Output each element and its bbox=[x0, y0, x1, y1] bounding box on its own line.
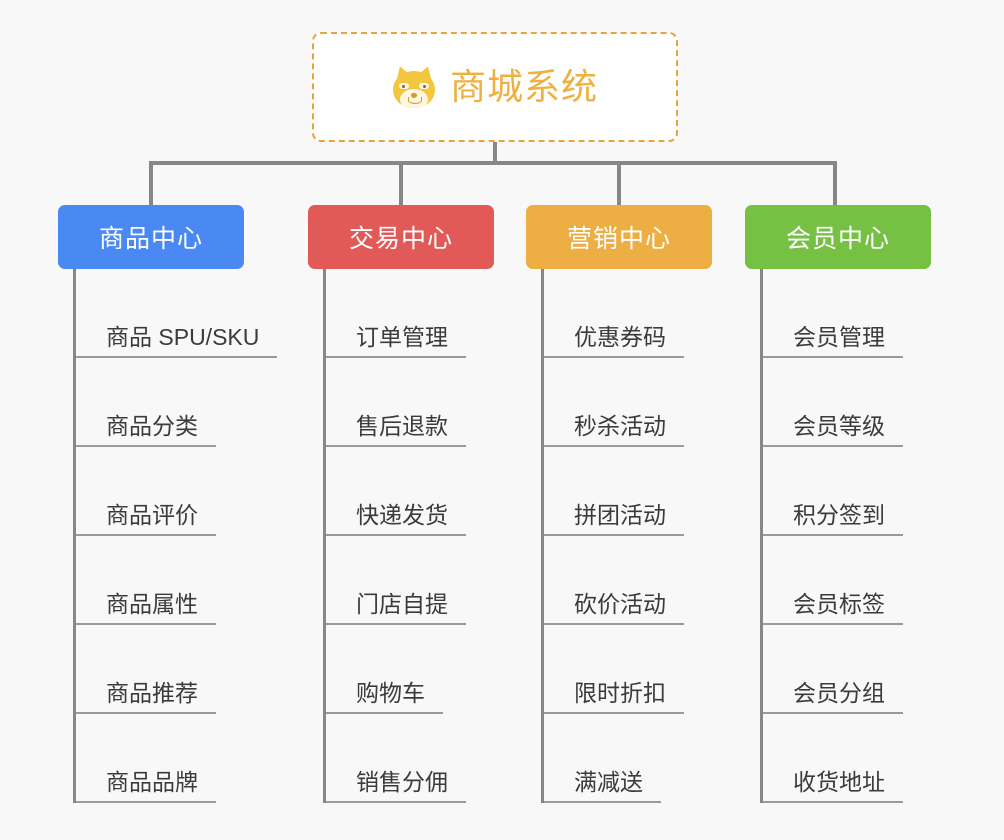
branch-items-3: 优惠券码 秒杀活动 拼团活动 砍价活动 限时折扣 满减送 bbox=[541, 269, 712, 803]
list-item-label: 积分签到 bbox=[763, 502, 903, 536]
list-item-label: 商品推荐 bbox=[76, 680, 216, 714]
list-item[interactable]: 订单管理 bbox=[326, 269, 494, 358]
list-item[interactable]: 砍价活动 bbox=[544, 536, 712, 625]
list-item[interactable]: 收货地址 bbox=[763, 714, 931, 803]
list-item-label: 售后退款 bbox=[326, 413, 466, 447]
list-item[interactable]: 积分签到 bbox=[763, 447, 931, 536]
list-item[interactable]: 快递发货 bbox=[326, 447, 494, 536]
list-item-label: 会员标签 bbox=[763, 591, 903, 625]
list-item-label: 订单管理 bbox=[326, 324, 466, 358]
connector-horizontal-bus bbox=[149, 161, 837, 165]
list-item[interactable]: 秒杀活动 bbox=[544, 358, 712, 447]
list-item[interactable]: 商品品牌 bbox=[76, 714, 244, 803]
branch-items-1: 商品 SPU/SKU 商品分类 商品评价 商品属性 商品推荐 商品品牌 bbox=[73, 269, 278, 803]
root-node-title: 商城系统 bbox=[449, 66, 598, 107]
list-item-label: 满减送 bbox=[544, 769, 661, 803]
list-item[interactable]: 限时折扣 bbox=[544, 625, 712, 714]
list-item-label: 砍价活动 bbox=[544, 591, 684, 625]
branch-header-1[interactable]: 商品中心 bbox=[58, 205, 244, 269]
list-item[interactable]: 商品 SPU/SKU bbox=[76, 269, 278, 358]
connector-drop-1 bbox=[149, 161, 153, 205]
list-item[interactable]: 拼团活动 bbox=[544, 447, 712, 536]
shiba-nose-icon bbox=[410, 93, 417, 98]
branch-items-2: 订单管理 售后退款 快递发货 门店自提 购物车 销售分佣 bbox=[323, 269, 494, 803]
list-item-label: 快递发货 bbox=[326, 502, 466, 536]
branch-header-2[interactable]: 交易中心 bbox=[308, 205, 494, 269]
list-item[interactable]: 门店自提 bbox=[326, 536, 494, 625]
list-item-label: 限时折扣 bbox=[544, 680, 684, 714]
root-node[interactable]: 商城系统 bbox=[312, 32, 678, 142]
list-item[interactable]: 商品推荐 bbox=[76, 625, 244, 714]
connector-drop-2 bbox=[399, 161, 403, 205]
list-item-label: 商品属性 bbox=[76, 591, 216, 625]
list-item-label: 会员等级 bbox=[763, 413, 903, 447]
list-item[interactable]: 会员管理 bbox=[763, 269, 931, 358]
list-item-label: 商品 SPU/SKU bbox=[76, 324, 278, 358]
branch-header-4[interactable]: 会员中心 bbox=[745, 205, 931, 269]
list-item[interactable]: 购物车 bbox=[326, 625, 494, 714]
list-item-label: 优惠券码 bbox=[544, 324, 684, 358]
shiba-mouth-icon bbox=[407, 97, 422, 104]
branch-column-4: 会员中心 会员管理 会员等级 积分签到 会员标签 会员分组 收货地址 bbox=[745, 205, 931, 803]
list-item-label: 收货地址 bbox=[763, 769, 903, 803]
list-item-label: 购物车 bbox=[326, 680, 443, 714]
shiba-pupil-right-icon bbox=[422, 84, 426, 88]
shiba-dog-icon bbox=[392, 63, 436, 108]
shiba-pupil-left-icon bbox=[401, 84, 405, 88]
list-item-label: 拼团活动 bbox=[544, 502, 684, 536]
shiba-head-icon bbox=[392, 71, 435, 108]
list-item-label: 商品品牌 bbox=[76, 769, 216, 803]
branch-column-2: 交易中心 订单管理 售后退款 快递发货 门店自提 购物车 销售分佣 bbox=[308, 205, 494, 803]
branch-column-1: 商品中心 商品 SPU/SKU 商品分类 商品评价 商品属性 商品推荐 商品品牌 bbox=[58, 205, 278, 803]
list-item[interactable]: 会员等级 bbox=[763, 358, 931, 447]
list-item[interactable]: 商品评价 bbox=[76, 447, 244, 536]
branch-header-3[interactable]: 营销中心 bbox=[526, 205, 712, 269]
list-item-label: 会员分组 bbox=[763, 680, 903, 714]
list-item-label: 会员管理 bbox=[763, 324, 903, 358]
connector-drop-4 bbox=[833, 161, 837, 205]
list-item-label: 商品评价 bbox=[76, 502, 216, 536]
list-item[interactable]: 商品分类 bbox=[76, 358, 244, 447]
branch-column-3: 营销中心 优惠券码 秒杀活动 拼团活动 砍价活动 限时折扣 满减送 bbox=[526, 205, 712, 803]
list-item[interactable]: 商品属性 bbox=[76, 536, 244, 625]
branch-items-4: 会员管理 会员等级 积分签到 会员标签 会员分组 收货地址 bbox=[760, 269, 931, 803]
list-item-label: 商品分类 bbox=[76, 413, 216, 447]
list-item-label: 秒杀活动 bbox=[544, 413, 684, 447]
list-item[interactable]: 满减送 bbox=[544, 714, 712, 803]
list-item[interactable]: 销售分佣 bbox=[326, 714, 494, 803]
list-item[interactable]: 会员分组 bbox=[763, 625, 931, 714]
list-item[interactable]: 会员标签 bbox=[763, 536, 931, 625]
list-item-label: 销售分佣 bbox=[326, 769, 466, 803]
list-item[interactable]: 售后退款 bbox=[326, 358, 494, 447]
connector-root-stem bbox=[493, 142, 497, 163]
connector-drop-3 bbox=[617, 161, 621, 205]
list-item[interactable]: 优惠券码 bbox=[544, 269, 712, 358]
list-item-label: 门店自提 bbox=[326, 591, 466, 625]
